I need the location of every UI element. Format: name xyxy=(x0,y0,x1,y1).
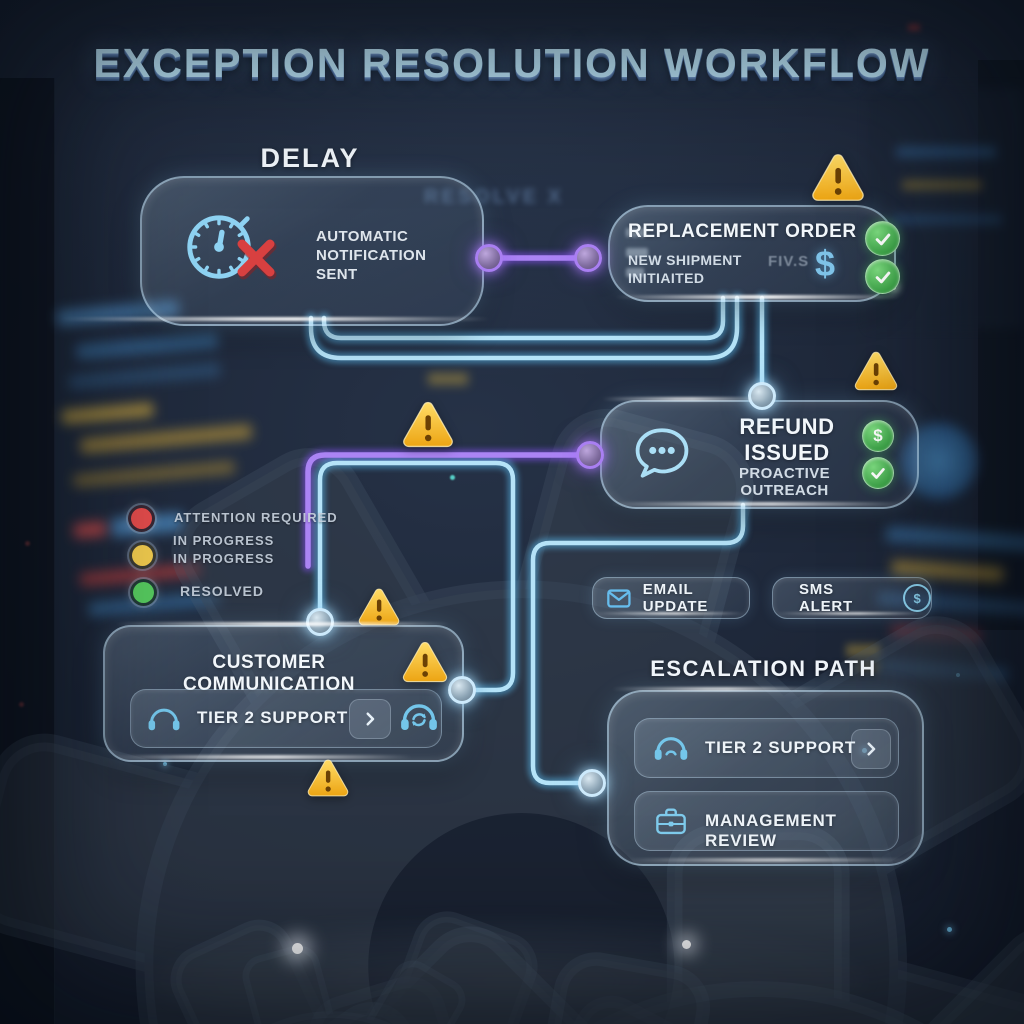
glow-streak xyxy=(602,397,767,401)
replacement-order-card: REPLACEMENT ORDER NEW SHIPMENT INITIAITE… xyxy=(608,205,900,302)
glow-streak xyxy=(112,755,412,759)
check-badge xyxy=(862,457,894,489)
tier2-support-row[interactable]: TIER 2 SUPPORT xyxy=(130,689,442,748)
email-button-label: EMAIL UPDATE xyxy=(642,581,709,615)
management-review-label: MANAGEMENT REVIEW xyxy=(705,811,837,850)
legend-label: RESOLVED xyxy=(180,583,264,599)
bg-panel-topright xyxy=(868,88,1024,328)
status-dot-yellow xyxy=(129,542,156,569)
bg-dot xyxy=(25,541,30,546)
warning-icon xyxy=(306,757,350,799)
dollar-badge: $ xyxy=(862,420,894,452)
warning-icon xyxy=(401,639,449,685)
tier2-support-label: TIER 2 SUPPORT xyxy=(705,738,857,757)
legend-item-attention: ATTENTION REQUIRED xyxy=(128,505,338,532)
glow-streak xyxy=(612,687,822,691)
customer-communication-card: CUSTOMER COMMUNICATION TIER 2 SUPPORT xyxy=(103,625,464,762)
check-badge xyxy=(865,259,900,294)
warning-icon xyxy=(853,349,899,393)
error-x-icon xyxy=(237,239,277,280)
floor-sparkle xyxy=(292,943,303,954)
page-title: EXCEPTION RESOLUTION WORKFLOW xyxy=(93,40,931,86)
connector-node xyxy=(578,769,606,797)
connector-node xyxy=(574,244,602,272)
glow-streak xyxy=(595,612,745,615)
bg-minibar xyxy=(626,248,648,257)
legend-label: ATTENTION REQUIRED xyxy=(174,510,338,525)
connector-node xyxy=(448,676,476,704)
management-review-row[interactable]: MANAGEMENT REVIEW xyxy=(634,791,899,851)
tier2-support-label: TIER 2 SUPPORT xyxy=(197,708,349,727)
envelope-icon xyxy=(607,588,631,608)
warning-icon xyxy=(401,399,455,450)
chat-bubble-icon xyxy=(635,428,689,478)
support-sync-icon xyxy=(401,704,437,730)
dollar-circle-icon: $ xyxy=(903,584,931,612)
briefcase-icon xyxy=(656,808,686,835)
wire-delay-bus-outer xyxy=(308,295,740,361)
bg-dot xyxy=(947,927,952,932)
chevron-button[interactable] xyxy=(349,699,391,739)
wire-refund-branch-purple xyxy=(305,452,583,569)
sms-button-label: SMS ALERT xyxy=(799,581,853,615)
delay-card: AUTOMATIC NOTIFICATION SENT xyxy=(140,176,484,326)
refund-issued-card: REFUND ISSUED PROACTIVE OUTREACH $ xyxy=(600,400,919,509)
glow-streak xyxy=(115,622,450,626)
bg-chip xyxy=(428,373,468,385)
delay-heading: DELAY xyxy=(260,143,360,173)
customer-communication-title: CUSTOMER COMMUNICATION xyxy=(182,652,356,695)
glow-streak xyxy=(610,502,905,506)
floor-sparkle xyxy=(682,940,691,949)
glow-streak xyxy=(60,317,490,321)
status-dot-red xyxy=(128,505,155,532)
check-icon xyxy=(870,264,896,290)
wire-delay-bus-inner xyxy=(321,295,726,341)
chevron-right-icon xyxy=(366,712,375,726)
chevron-button[interactable] xyxy=(851,729,891,769)
legend-label: IN PROGRESS xyxy=(173,533,275,548)
refund-subtitle: PROACTIVE OUTREACH xyxy=(738,465,831,499)
legend-label: IN PROGRESS xyxy=(173,550,275,566)
bg-dot xyxy=(19,702,24,707)
headset-icon xyxy=(654,737,688,760)
headset-icon xyxy=(148,708,180,731)
connector-node xyxy=(748,382,776,410)
connector-node xyxy=(576,441,604,469)
replacement-order-subtitle: NEW SHIPMENT INITIAITED xyxy=(628,252,742,286)
warning-icon xyxy=(810,151,866,204)
legend-item-resolved: RESOLVED xyxy=(130,579,264,606)
glow-streak xyxy=(777,612,927,615)
glow-streak xyxy=(628,858,908,862)
delay-note: AUTOMATIC NOTIFICATION SENT xyxy=(316,228,427,283)
escalation-path-heading: ESCALATION PATH xyxy=(650,656,877,681)
wire-refund-to-escalation xyxy=(530,502,746,786)
wire-customer-loop xyxy=(317,460,516,693)
tier2-support-row[interactable]: TIER 2 SUPPORT xyxy=(634,718,899,778)
chevron-right-icon xyxy=(867,742,876,756)
bg-chip xyxy=(908,24,920,31)
check-icon xyxy=(866,461,890,485)
ghost-text: FIV.S xyxy=(768,253,810,270)
refund-issued-title: REFUND ISSUED xyxy=(739,414,835,465)
bg-dot xyxy=(450,475,455,480)
escalation-path-card: TIER 2 SUPPORT MANAGEMENT REVIEW xyxy=(607,690,924,866)
replacement-order-title: REPLACEMENT ORDER xyxy=(628,221,857,242)
connector-node xyxy=(475,244,503,272)
glow-streak xyxy=(615,295,900,299)
status-dot-green xyxy=(130,579,157,606)
check-badge xyxy=(865,221,900,256)
check-icon xyxy=(870,226,896,252)
dollar-icon: $ xyxy=(815,243,836,284)
legend-item-in-progress: IN PROGRESS IN PROGRESS xyxy=(129,533,275,569)
